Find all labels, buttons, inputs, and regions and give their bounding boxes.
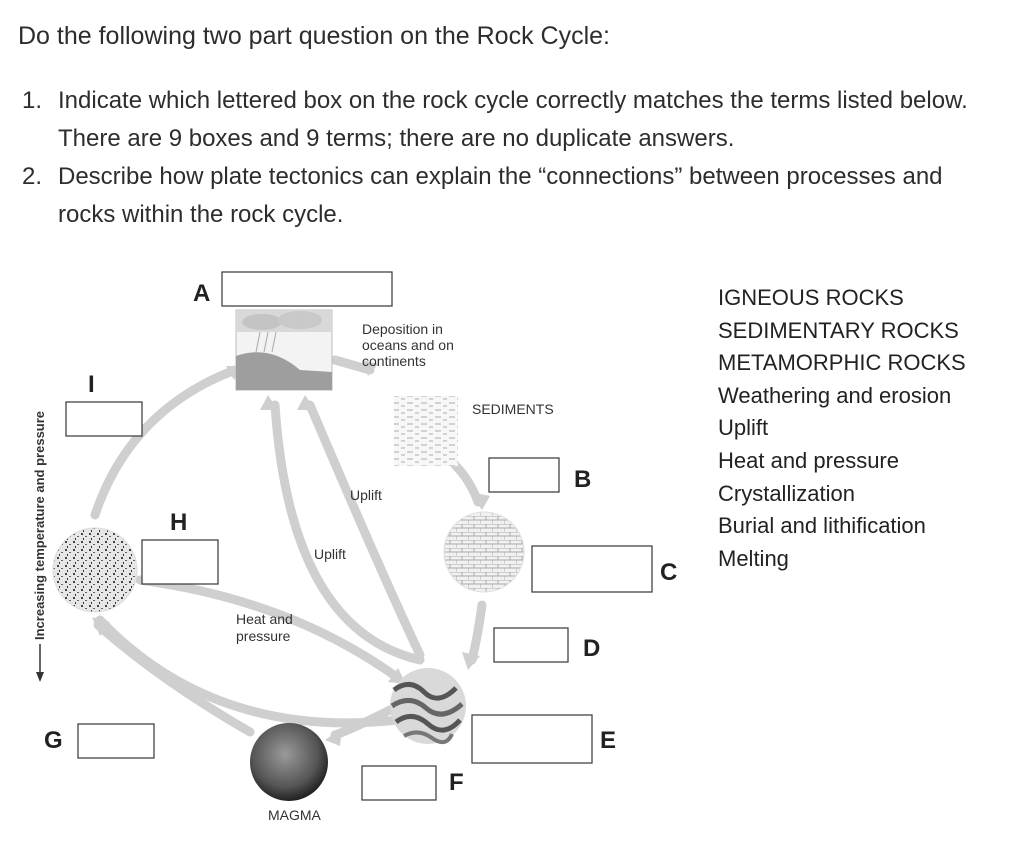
arrow-deposition — [330, 355, 375, 375]
label-heat-pressure-2: pressure — [236, 628, 291, 644]
label-uplift-1: Uplift — [350, 487, 382, 503]
question-number: 1. — [22, 87, 43, 114]
answer-box-e[interactable] — [471, 714, 593, 764]
arrow-heat-pressure — [135, 575, 403, 683]
term-list: IGNEOUS ROCKS SEDIMENTARY ROCKS METAMORP… — [718, 282, 966, 575]
arrow-uplift-right — [305, 400, 425, 660]
letter-g: G — [44, 727, 63, 754]
side-axis-arrow — [36, 672, 44, 682]
term-item: Crystallization — [718, 480, 855, 506]
arrow-uplift-left — [270, 400, 425, 665]
label-heat-pressure-1: Heat and — [236, 611, 293, 627]
metamorphic-rock-picture — [390, 668, 466, 745]
term-item: METAMORPHIC ROCKS — [718, 350, 966, 376]
question-list: 1. Indicate which lettered box on the ro… — [22, 82, 982, 234]
letter-e: E — [600, 727, 616, 754]
arrow-head — [260, 395, 278, 410]
box-letters: A B C D E F G H I — [44, 280, 677, 796]
answer-box-i[interactable] — [65, 401, 143, 437]
question-item-2: 2. Describe how plate tectonics can expl… — [22, 158, 982, 234]
letter-f: F — [449, 769, 464, 796]
label-sediments: SEDIMENTS — [472, 401, 554, 417]
side-axis: Increasing temperature and pressure — [32, 411, 47, 682]
arrow-head — [462, 652, 480, 670]
question-text: Indicate which lettered box on the rock … — [58, 87, 968, 152]
landscape-picture — [235, 309, 333, 391]
letter-h: H — [170, 509, 187, 536]
answer-boxes — [65, 271, 653, 801]
rock-cycle-diagram: A B C D E F G H I Deposition in oceans a… — [32, 271, 677, 823]
question-text: Describe how plate tectonics can explain… — [58, 163, 943, 228]
answer-box-a[interactable] — [221, 271, 393, 307]
process-labels: Deposition in oceans and on continents S… — [236, 321, 554, 823]
label-uplift-2: Uplift — [314, 546, 346, 562]
term-item: Burial and lithification — [718, 513, 926, 539]
sedimentary-rock-picture — [443, 511, 525, 593]
arrow-igneous-to-metamorphic — [95, 615, 403, 728]
term-item: Heat and pressure — [718, 447, 899, 473]
answer-box-d[interactable] — [493, 627, 569, 663]
arrow-head — [325, 728, 342, 746]
term-item: IGNEOUS ROCKS — [718, 285, 904, 310]
arrow-to-metamorphic — [467, 600, 487, 665]
term-item: Melting — [718, 545, 789, 571]
igneous-rock-picture — [52, 527, 138, 613]
cycle-arrows — [90, 355, 487, 740]
answer-box-c[interactable] — [531, 545, 653, 593]
letter-d: D — [583, 635, 600, 662]
term-item: Uplift — [718, 415, 769, 441]
label-deposition-2: oceans and on — [362, 337, 454, 353]
term-item: SEDIMENTARY ROCKS — [718, 317, 959, 343]
arrow-head — [362, 360, 378, 376]
answer-box-g[interactable] — [77, 723, 155, 759]
letter-i: I — [88, 371, 95, 398]
question-item-1: 1. Indicate which lettered box on the ro… — [22, 82, 982, 158]
answer-box-f[interactable] — [361, 765, 437, 801]
label-deposition-3: continents — [362, 353, 426, 369]
arrow-igneous-to-top — [90, 365, 240, 520]
question-number: 2. — [22, 163, 43, 190]
letter-a: A — [193, 280, 210, 307]
label-magma: MAGMA — [268, 807, 322, 823]
answer-box-b[interactable] — [488, 457, 560, 493]
sediments-picture — [394, 396, 458, 466]
answer-box-h[interactable] — [141, 539, 219, 585]
letter-c: C — [660, 559, 677, 586]
label-deposition-1: Deposition in — [362, 321, 443, 337]
arrow-head — [470, 492, 490, 510]
letter-b: B — [574, 466, 591, 493]
term-item: Weathering and erosion — [718, 382, 952, 408]
side-axis-label: Increasing temperature and pressure — [32, 411, 47, 640]
question-title: Do the following two part question on th… — [18, 22, 610, 50]
magma-picture — [250, 723, 328, 801]
arrow-head — [92, 617, 110, 636]
arrow-head — [297, 395, 315, 410]
